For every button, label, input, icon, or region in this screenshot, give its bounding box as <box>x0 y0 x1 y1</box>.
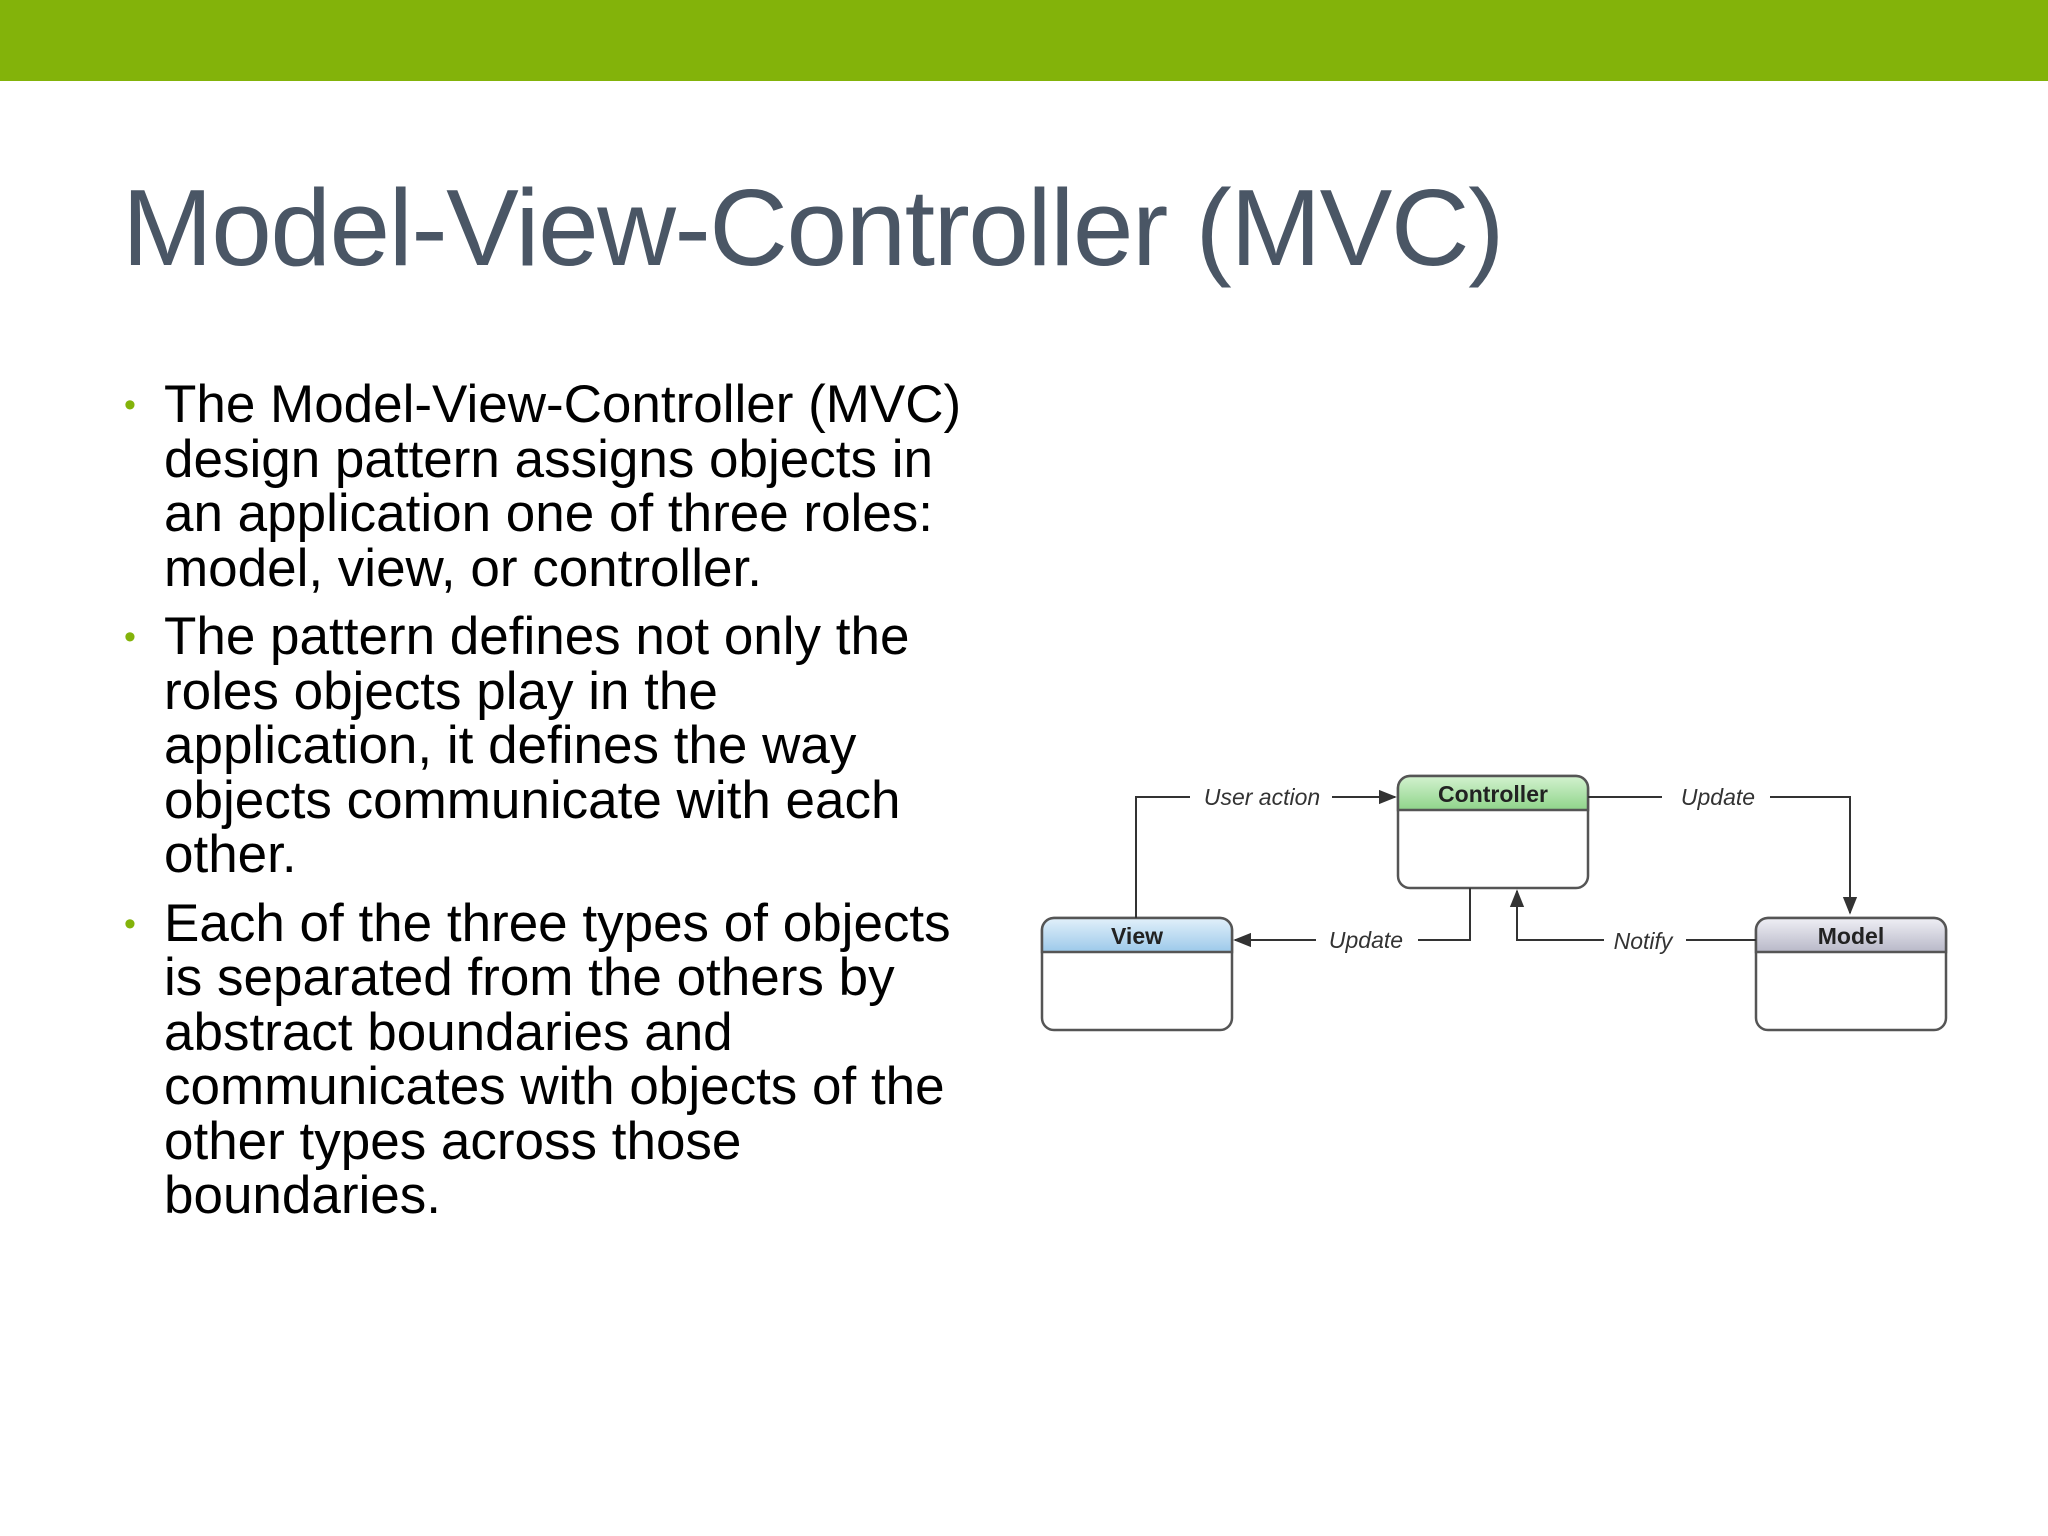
update-model-arrow <box>1770 796 1858 915</box>
user-action-edge: User action <box>1135 784 1397 918</box>
bullet-item: • The pattern defines not only the roles… <box>118 607 998 884</box>
bullet-dot-icon: • <box>124 386 136 424</box>
bullet-dot-icon: • <box>124 904 136 943</box>
slide-title: Model-View-Controller (MVC) <box>122 167 1504 289</box>
mvc-diagram-svg: Controller View Model User action Update <box>1040 774 1948 1032</box>
bullet-dot-icon: • <box>124 618 136 656</box>
user-action-label: User action <box>1204 784 1320 810</box>
update-model-label: Update <box>1681 784 1755 810</box>
notify-edge: Notify <box>1509 889 1756 954</box>
bullet-text: Each of the three types of objects is se… <box>164 893 951 1225</box>
top-accent-bar <box>0 0 2048 81</box>
bullet-text: The Model-View-Controller (MVC) design p… <box>164 375 962 598</box>
bullet-item: • Each of the three types of objects is … <box>118 893 998 1225</box>
update-view-edge: Update <box>1233 888 1471 953</box>
update-view-label: Update <box>1329 927 1403 953</box>
view-node: View <box>1040 916 1234 1032</box>
view-label: View <box>1111 923 1163 949</box>
mvc-diagram: Controller View Model User action Update <box>1030 760 1960 1040</box>
notify-label: Notify <box>1614 928 1674 954</box>
controller-label: Controller <box>1438 781 1548 807</box>
bullet-text: The pattern defines not only the roles o… <box>164 607 910 884</box>
model-node: Model <box>1754 916 1948 1032</box>
model-label: Model <box>1818 923 1884 949</box>
update-model-edge: Update <box>1588 784 1755 810</box>
bullet-item: • The Model-View-Controller (MVC) design… <box>118 375 998 598</box>
controller-node: Controller <box>1396 774 1590 890</box>
bullet-list: • The Model-View-Controller (MVC) design… <box>118 375 998 1238</box>
